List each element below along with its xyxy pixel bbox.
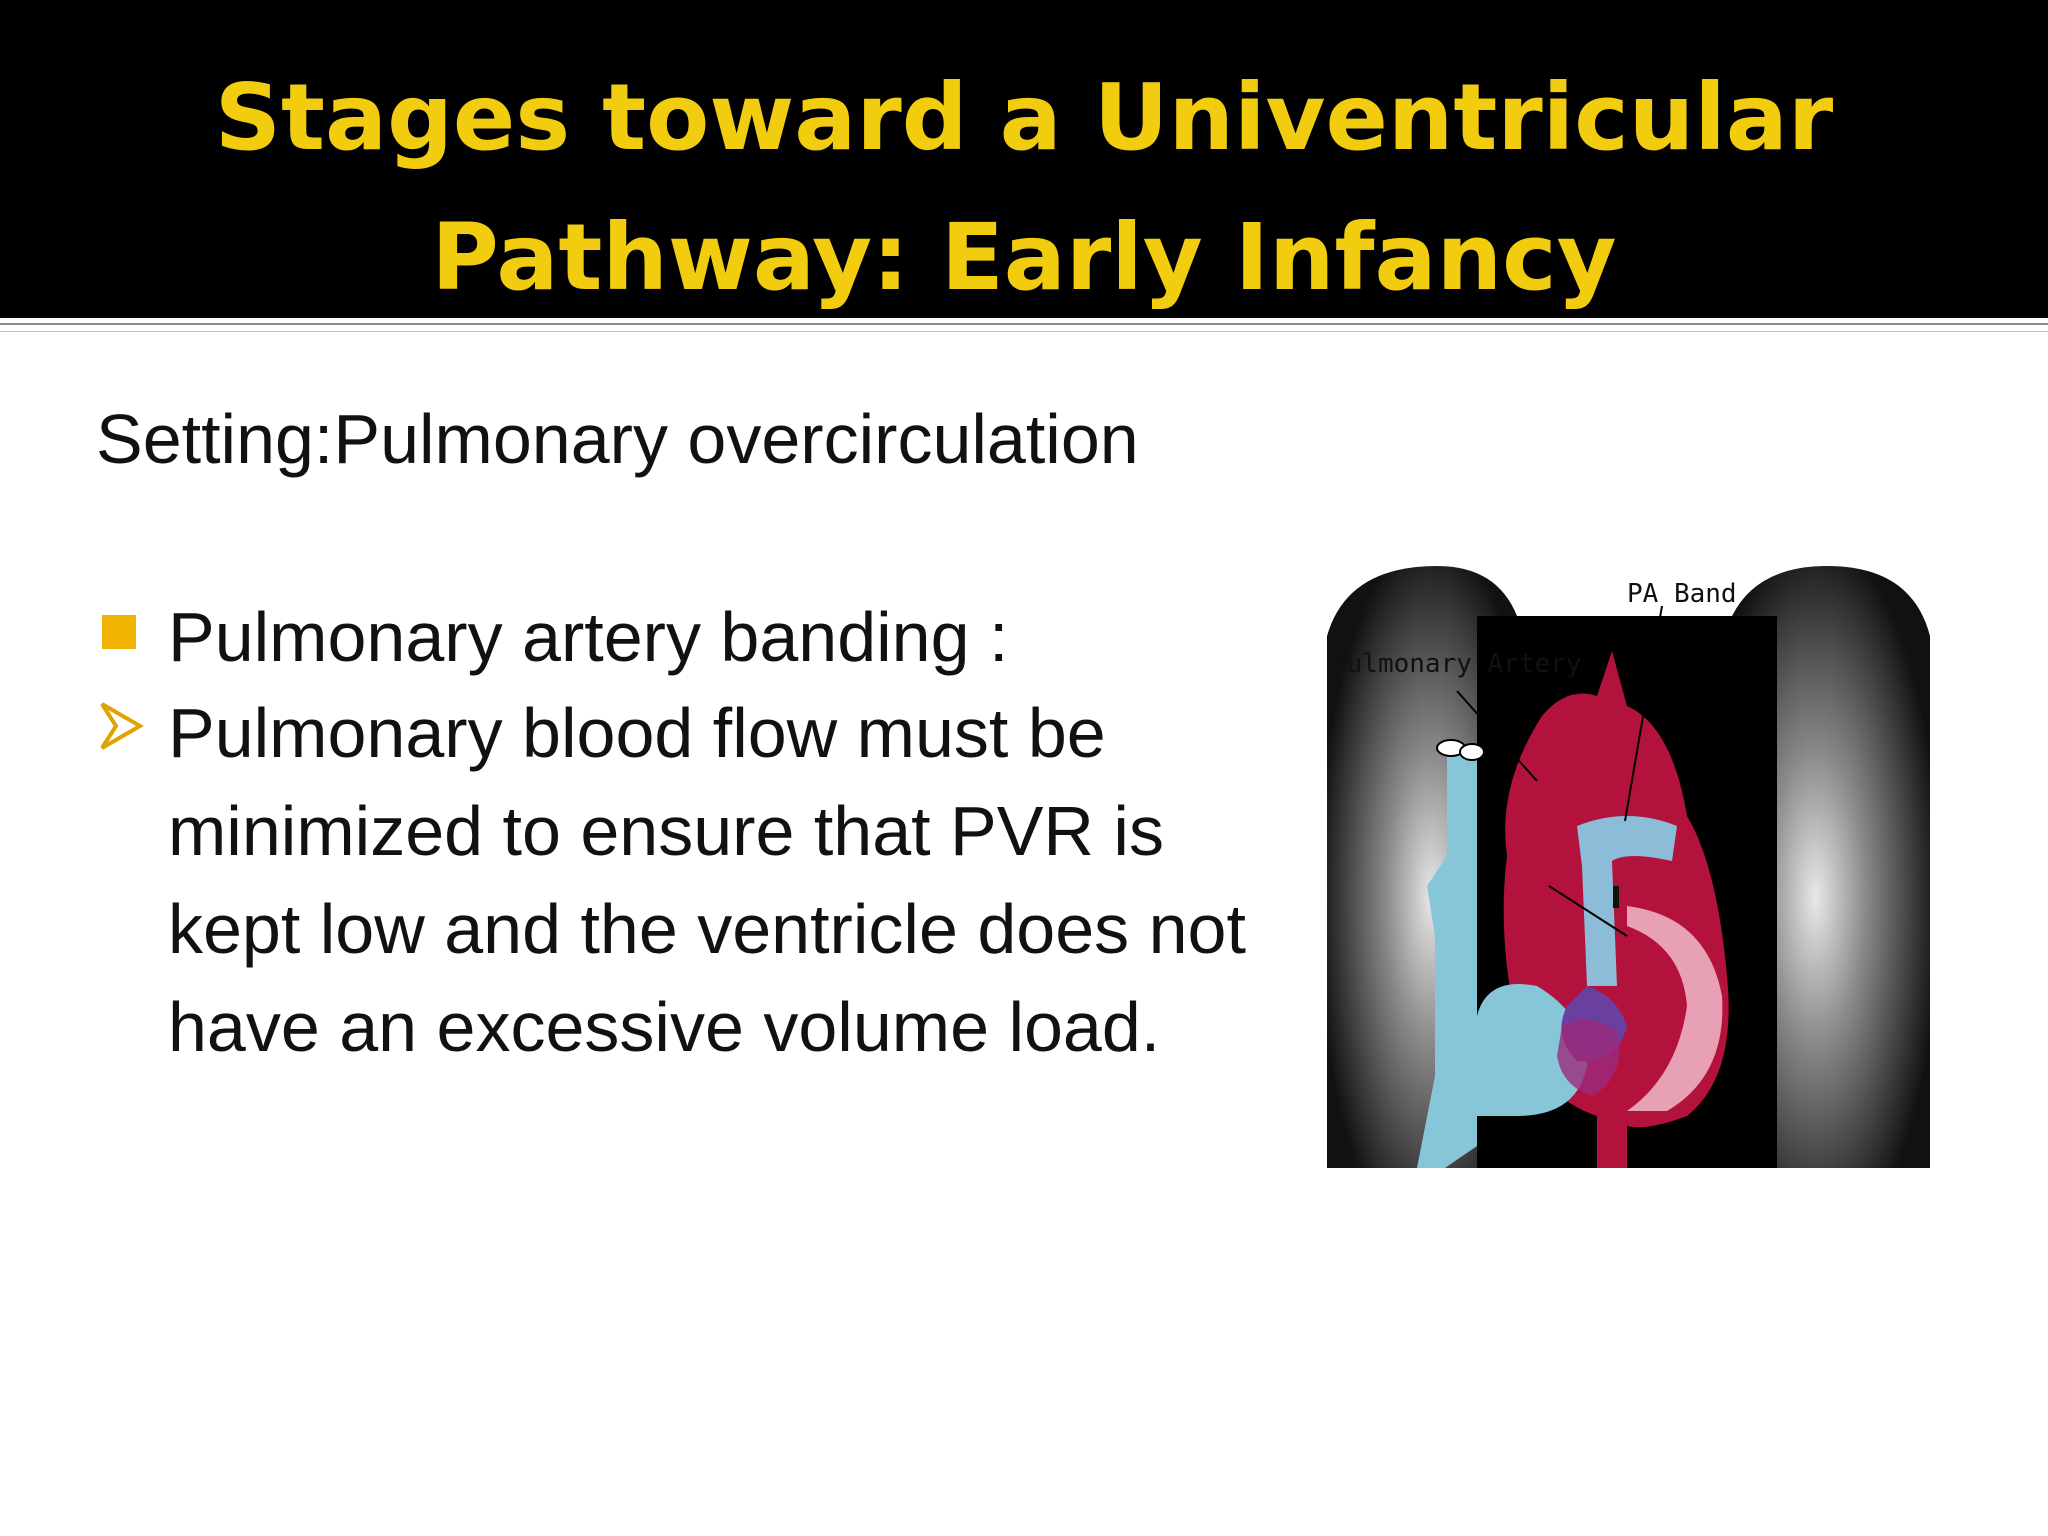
setting-text: Setting:Pulmonary overcirculation: [96, 400, 1139, 478]
pulmonary-artery: [1577, 816, 1677, 986]
vena-cava: [1417, 746, 1477, 1168]
title-bar: Stages toward a Univentricular Pathway: …: [0, 0, 2048, 318]
slide-title-line-2: Pathway: Early Infancy: [431, 204, 1617, 311]
divider-line-thin: [0, 331, 2048, 332]
square-bullet-icon: [102, 615, 136, 649]
divider-line: [0, 323, 2048, 325]
slide-title-line-1: Stages toward a Univentricular: [214, 64, 1834, 171]
left-heart-border: [1627, 906, 1723, 1111]
bullet-blood-flow: Pulmonary blood flow must be minimized t…: [168, 694, 1246, 1066]
pa-band-label: PA Band: [1627, 579, 1737, 609]
pulmonary-artery-label: Pulmonary Artery: [1331, 649, 1581, 679]
arrow-bullet-icon: [100, 702, 144, 750]
heart-diagram: PA Band Pulmonary Artery: [1327, 556, 1930, 1168]
right-atrium: [1477, 984, 1587, 1116]
pa-band-marker: [1613, 886, 1619, 908]
slide-title: Stages toward a Univentricular Pathway: …: [0, 48, 2048, 328]
bullet-banding: Pulmonary artery banding :: [168, 598, 1009, 676]
